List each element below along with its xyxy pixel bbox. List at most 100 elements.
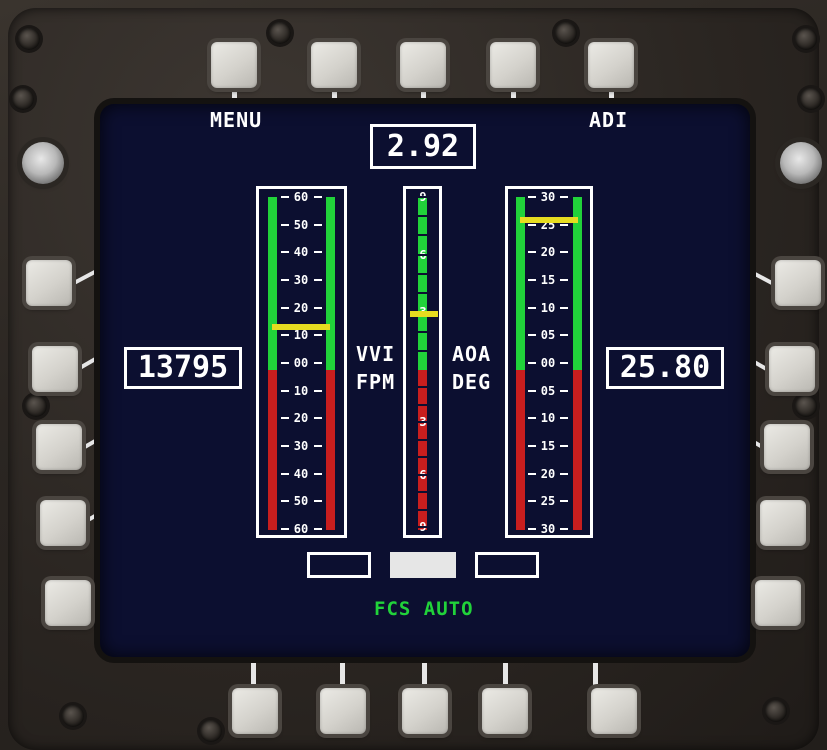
vvi-tick-mark [281,334,289,337]
osb-15-button[interactable] [232,688,278,734]
osb-9-button[interactable] [760,500,806,546]
g-load-readout: 2.92 [370,124,476,169]
adi-label: ADI [589,108,629,132]
aoa-tick-label: 30 [540,522,556,536]
vvi-tick-label: 40 [293,245,309,260]
aoa-tick-mark [560,279,568,281]
vvi-tick-mark [314,389,322,392]
osb-18-button[interactable] [36,424,82,470]
aoa-tick-mark [528,389,536,392]
screw-icon [25,395,47,417]
vvi-tick-mark [314,362,322,364]
g-tick-mark [418,386,427,389]
osb-1-button[interactable] [211,42,257,88]
vvi-tick-label: 40 [293,466,309,481]
deg-label: DEG [452,370,492,394]
osb-8-button[interactable] [764,424,810,470]
osb-7-button[interactable] [769,346,815,392]
g-tick-mark [418,349,427,352]
vvi-tick-mark [314,472,322,475]
screw-icon [269,22,291,44]
osb-10-button[interactable] [755,580,801,626]
screw-icon [200,720,222,742]
aoa-tick-mark [528,528,536,530]
aoa-tick-label: 15 [540,439,556,453]
g-positive-bar [418,197,427,370]
vvi-tick-mark [281,251,289,254]
osb-13-button[interactable] [402,688,448,734]
vvi-positive-bar [326,197,335,370]
aoa-tick-mark [528,306,536,309]
vvi-tick-label: 50 [293,494,309,509]
aoa-tick-label: 05 [540,383,556,398]
aoa-tick-mark [528,279,536,281]
osb-19-button[interactable] [32,346,78,392]
aoa-tick-mark [528,417,536,420]
osb-lead-line [251,657,256,687]
aoa-tick-mark [560,196,568,198]
vvi-tick-mark [314,334,322,337]
vvi-tick-mark [314,445,322,447]
osb-12-button[interactable] [482,688,528,734]
osb-17-button[interactable] [40,500,86,546]
screw-icon [795,395,817,417]
aoa-tick-label: 10 [540,411,556,426]
vvi-tick-label: 10 [293,328,309,343]
vvi-tick-label: 50 [293,217,309,232]
vvi-tick-mark [314,306,322,309]
aoa-tick-mark [560,417,568,420]
vvi-tick-mark [314,223,322,226]
vvi-tick-label: 30 [293,273,309,287]
menu-label: MENU [210,108,263,132]
screw-icon [795,28,817,50]
osb-4-button[interactable] [490,42,536,88]
aoa-tick-label: 15 [540,273,556,287]
g-tick-mark [418,292,427,295]
screw-icon [18,28,40,50]
aoa-tick-mark [528,362,536,364]
vvi-tick-mark [314,251,322,254]
g-tick-mark [418,196,427,198]
aoa-tick-label: 30 [540,190,556,204]
vvi-tick-mark [281,500,289,503]
g-tick-mark [418,330,427,333]
airspeed-readout: 25.80 [606,347,724,389]
aoa-tick-label: 25 [540,494,556,509]
vvi-tick-mark [281,362,289,364]
aoa-tick-label: 00 [540,356,556,370]
aoa-tick-mark [528,251,536,254]
g-negative-bar [418,370,427,530]
osb-3-button[interactable] [400,42,446,88]
vvi-tick-mark [281,196,289,198]
osb-lead-line [421,86,426,106]
aoa-tick-mark [560,362,568,364]
g-tape: 963369 [403,186,442,538]
g-tick-mark [418,473,427,476]
g-tick-mark [418,438,427,441]
screw-icon [765,700,787,722]
contrast-knob[interactable] [780,142,822,184]
aoa-tick-mark [560,500,568,503]
vvi-tick-mark [314,528,322,530]
osb-16-button[interactable] [45,580,91,626]
aoa-tick-mark [560,445,568,447]
aoa-positive-bar [516,197,525,370]
indicator-box-right [475,552,539,578]
g-tick-mark [418,421,427,424]
osb-6-button[interactable] [775,260,821,306]
g-tick-mark [418,403,427,406]
g-tick-mark [418,456,427,459]
osb-14-button[interactable] [320,688,366,734]
vvi-negative-bar [268,370,277,530]
aoa-tick-mark [560,528,568,530]
aoa-tick-mark [528,500,536,503]
osb-2-button[interactable] [311,42,357,88]
screw-icon [12,88,34,110]
osb-5-button[interactable] [588,42,634,88]
altitude-readout: 13795 [124,347,242,389]
osb-11-button[interactable] [591,688,637,734]
brightness-knob[interactable] [22,142,64,184]
osb-20-button[interactable] [26,260,72,306]
